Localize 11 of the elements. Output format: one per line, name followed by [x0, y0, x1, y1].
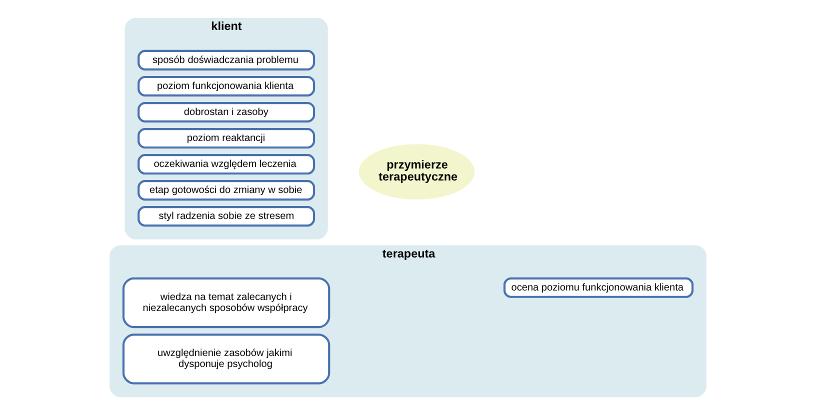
node-box: ocena poziomu funkcjonowania klienta [502, 277, 694, 298]
node-box: poziom funkcjonowania klienta [137, 76, 315, 96]
node-box: sposób doświadczania problemu [137, 50, 315, 70]
node-box: styl radzenia sobie ze stresem [137, 206, 315, 227]
node-box: wiedza na temat zalecanych i niezalecanych sposobów współpracy [122, 277, 330, 328]
node-box: dobrostan i zasoby [137, 102, 315, 123]
node-box: poziom reaktancji [137, 128, 315, 149]
node-box: etap gotowości do zmiany w sobie [137, 180, 315, 201]
node-box: oczekiwania względem leczenia [137, 154, 315, 175]
node-ellipse: przymierze terapeutyczne [358, 144, 474, 200]
node-box: uwzględnienie zasobów jakimi dysponuje psycholog [122, 334, 330, 384]
